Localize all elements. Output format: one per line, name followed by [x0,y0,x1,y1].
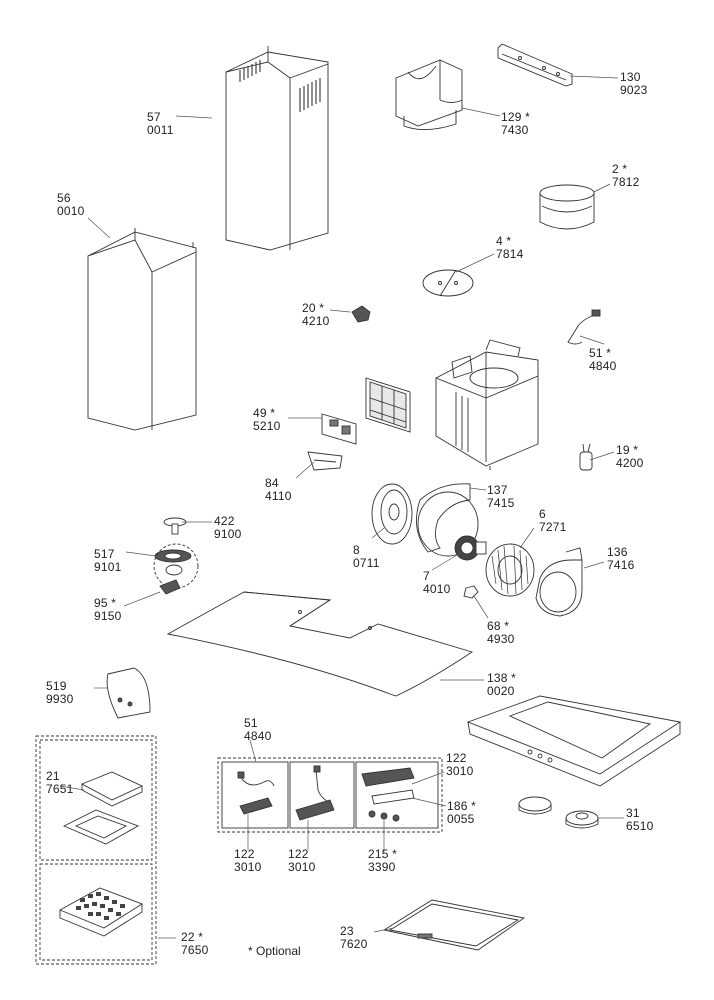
knob-stack-drawing [153,517,199,595]
inlet-ring-drawing [371,483,413,545]
nut-drawing [463,585,479,599]
optional-note: * Optional [248,944,301,958]
label-part-68: 68 *4930 [487,619,515,646]
accessory-bag-drawing [106,667,151,719]
label-part-22: 22 *7650 [181,930,209,957]
bracket-drawing [497,43,573,87]
harness-drawing [237,765,415,822]
wiring-kit-box [217,757,443,833]
aluminium-filter-drawing [382,899,526,951]
label-part-186: 186 *0055 [447,799,477,826]
label-part-129: 129 *7430 [501,110,531,137]
label-part-49: 49 *5210 [253,406,281,433]
label-part-51: 51 *4840 [589,346,617,373]
damper-drawing [422,269,474,297]
label-part-2: 2 *7812 [612,162,640,189]
switch-drawing [351,305,371,323]
control-board-drawing [321,413,357,445]
collar-drawing [539,184,595,230]
upper-chimney-drawing [225,46,329,251]
leader-lines [59,75,624,939]
charcoal-kit-box [35,735,157,965]
lamp-holder-drawing [518,796,599,829]
cover-drawing [307,451,343,471]
hood-body-drawing [466,695,682,787]
label-part-215: 215 *3390 [368,847,398,874]
capacitor-drawing [579,443,593,471]
glass-canopy-drawing [166,591,474,697]
label-part-4: 4 *7814 [496,234,524,261]
label-part-95: 95 *9150 [94,596,122,623]
scroll-half-drawing [535,547,583,617]
motor-drawing [454,535,487,561]
honeycomb-filter-drawing [58,887,144,937]
blower-wheel-drawing [485,543,535,597]
cassette-filter-drawing [365,377,411,433]
charcoal-filter-drawing [62,771,144,845]
label-part-138: 138 *0020 [487,671,517,698]
motor-housing-drawing [435,339,539,470]
label-part-19: 19 *4200 [616,443,644,470]
lower-chimney-drawing [87,228,197,431]
scroll-housing-drawing [415,483,479,557]
label-part-20: 20 *4210 [302,301,330,328]
duct-adaptor-drawing [395,59,463,130]
wire-drawing [567,309,601,345]
